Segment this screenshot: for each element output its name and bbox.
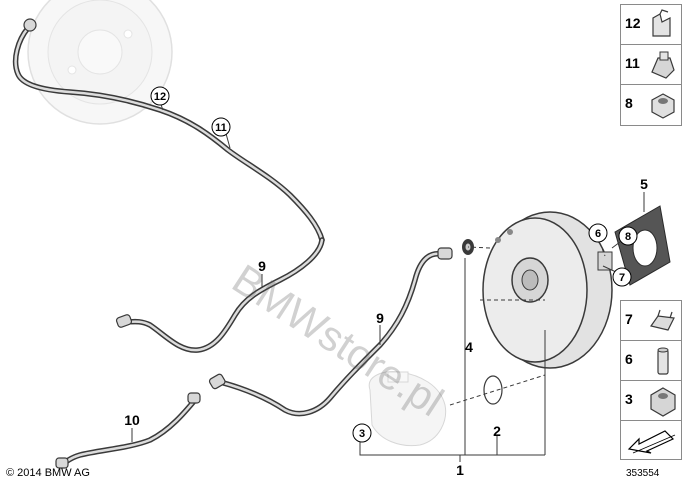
legend-item-12: 12 — [620, 4, 682, 46]
svg-text:3: 3 — [359, 428, 365, 440]
svg-text:7: 7 — [619, 272, 625, 284]
callout-5: 5 — [640, 176, 648, 192]
brake-pipe-10 — [59, 397, 198, 469]
o-ring-2 — [483, 375, 503, 405]
legend-number: 11 — [625, 55, 640, 71]
svg-text:6: 6 — [595, 228, 601, 240]
hex-nut-icon — [651, 93, 675, 119]
callout-8: 8 — [618, 226, 638, 246]
legend-item-8: 8 — [620, 84, 682, 126]
gasket-5 — [614, 205, 671, 286]
callout-9-upper: 9 — [258, 258, 266, 274]
svg-text:8: 8 — [625, 231, 631, 243]
legend-direction-arrow — [620, 420, 682, 460]
legend-number: 8 — [625, 95, 633, 111]
legend-item-6: 6 — [620, 340, 682, 382]
callout-4: 4 — [465, 339, 473, 355]
brake-booster — [482, 211, 613, 369]
pin-icon — [657, 347, 669, 375]
svg-text:11: 11 — [215, 122, 227, 134]
callout-6: 6 — [588, 223, 608, 243]
copyright-text: © 2014 BMW AG — [6, 467, 90, 479]
callout-10: 10 — [124, 412, 140, 428]
callout-3: 3 — [352, 423, 372, 443]
legend-item-7: 7 — [620, 300, 682, 342]
callout-7: 7 — [612, 267, 632, 287]
bracket-icon — [650, 309, 675, 331]
callout-9-lower: 9 — [376, 310, 384, 326]
leader-lines — [131, 101, 645, 462]
legend-number: 7 — [625, 311, 633, 327]
hex-nut-icon — [650, 387, 676, 417]
legend-number: 6 — [625, 351, 633, 367]
legend-number: 3 — [625, 391, 633, 407]
callout-2: 2 — [493, 423, 501, 439]
clip-icon — [652, 9, 671, 37]
arrow-icon — [627, 430, 676, 454]
callout-1: 1 — [456, 462, 464, 478]
callout-11: 11 — [211, 117, 231, 137]
svg-text:12: 12 — [154, 91, 166, 103]
legend-item-3: 3 — [620, 380, 682, 422]
legend-item-11: 11 — [620, 44, 682, 86]
legend-number: 12 — [625, 15, 641, 31]
brake-fluid-reservoir — [368, 371, 447, 447]
diagram-id: 353554 — [626, 468, 660, 479]
holder-icon — [651, 51, 675, 79]
callout-12: 12 — [150, 86, 170, 106]
